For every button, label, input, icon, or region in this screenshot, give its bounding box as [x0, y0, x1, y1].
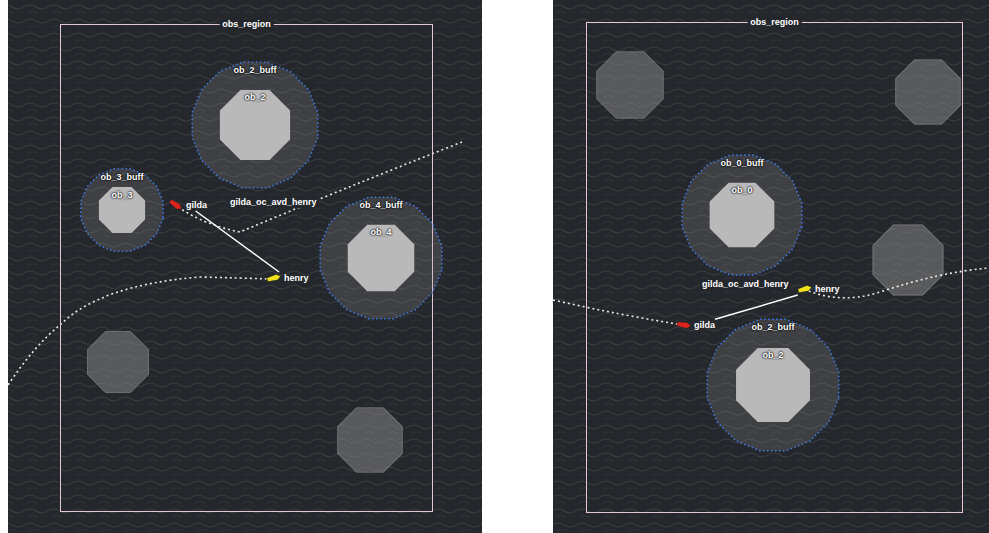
obstacle-shape — [896, 60, 961, 125]
buffer-outline — [192, 62, 318, 188]
vessel: henry — [797, 283, 840, 295]
vessel-hull — [797, 284, 812, 293]
vessel-icon — [266, 273, 282, 283]
vessel-hull — [266, 273, 281, 282]
obstacle: ob_4 — [345, 222, 417, 294]
vessel-hull — [677, 321, 692, 329]
buffer-zone: ob_4_buff ob_4 — [318, 195, 444, 321]
obstacle-label: ob_2_buff — [751, 322, 794, 333]
sea-panel — [553, 0, 989, 533]
obstacle-label: ob_2 — [244, 92, 265, 103]
vessel-name: henry — [284, 273, 309, 284]
region-label: obs_region — [747, 17, 802, 28]
obstacle-outline — [220, 90, 290, 160]
buffer-zone: ob_3_buff ob_3 — [79, 167, 165, 253]
obstacle-label: ob_4 — [370, 227, 391, 238]
vessel-track — [553, 300, 683, 325]
obstacle-shape — [88, 332, 149, 393]
vessel-hull — [169, 200, 184, 210]
region-label: obs_region — [219, 19, 274, 30]
vessel-name: gilda — [694, 320, 715, 331]
obstacle-label: ob_4_buff — [359, 200, 402, 211]
vessel-name: gilda — [186, 200, 207, 211]
obstacle-outline — [736, 348, 810, 422]
vessel-icon — [168, 200, 184, 210]
obstacle-outline — [99, 187, 145, 233]
vessel: gilda — [676, 319, 715, 331]
vessel: henry — [266, 272, 309, 284]
region-box: obs_regionob_0_buffob_0henrygildaob_2_bu… — [586, 22, 963, 513]
obstacle-label: ob_3 — [111, 190, 132, 201]
obstacle-shape — [597, 52, 664, 119]
obstacle-label: ob_2_buff — [233, 65, 276, 76]
buffer-zone: ob_2_buff ob_2 — [705, 317, 841, 453]
obstacle: ob_2 — [733, 345, 813, 425]
buffer-outline — [81, 169, 163, 251]
vessel: gilda — [168, 199, 207, 211]
obstacle-outline — [348, 225, 415, 292]
region-box: obs_regionob_2_buffob_2ob_3_buffob_3gild… — [60, 24, 433, 512]
vessel-track — [804, 268, 989, 298]
buffer-outline — [320, 197, 442, 319]
obstacle: ob_3 — [97, 185, 147, 235]
sea-panel — [8, 0, 482, 533]
obstacle-label: ob_2 — [762, 350, 783, 361]
buffer-outline — [707, 319, 838, 450]
obstacle: ob_2 — [217, 87, 293, 163]
vessel-icon — [797, 284, 813, 294]
sea-texture — [553, 0, 989, 533]
contact-line — [196, 211, 279, 272]
behavior-label: gilda_oc_avd_henry — [700, 279, 791, 290]
vessel-icon — [676, 320, 692, 330]
vessel-track — [8, 277, 272, 385]
contact-line — [715, 295, 798, 319]
obstacle-label: ob_0_buff — [720, 158, 763, 169]
obstacle-outline — [710, 183, 775, 248]
behavior-label: gilda_oc_avd_henry — [228, 197, 319, 208]
obstacle-label: ob_3_buff — [100, 172, 143, 183]
sea-texture — [8, 0, 482, 533]
obstacle-label: ob_0 — [731, 185, 752, 196]
obstacle-shape — [873, 225, 943, 295]
vessel-name: henry — [815, 284, 840, 295]
buffer-outline — [682, 155, 802, 275]
buffer-zone: ob_2_buff ob_2 — [190, 60, 320, 190]
contact-line — [715, 295, 798, 319]
contact-line — [196, 211, 279, 272]
obstacle: ob_0 — [707, 180, 777, 250]
buffer-zone: ob_0_buff ob_0 — [680, 153, 804, 277]
obstacle-shape — [338, 408, 403, 473]
